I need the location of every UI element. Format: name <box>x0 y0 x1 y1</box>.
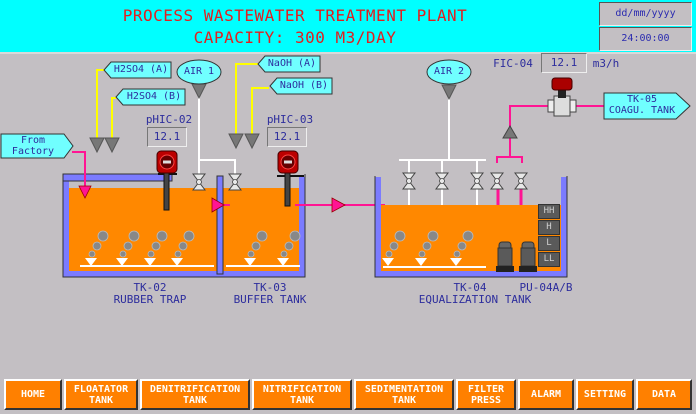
air2-valve-1[interactable] <box>402 172 416 190</box>
pump-b-valve[interactable] <box>514 172 528 190</box>
naoh-lines <box>235 63 269 136</box>
nav-alarm-button[interactable]: ALARM <box>518 379 574 410</box>
h2so4-lines <box>96 69 116 140</box>
phic03-value: 12.1 <box>267 127 307 147</box>
level-switch-h: H <box>538 220 560 235</box>
tk05-label: TK-05 COAGU. TANK <box>608 94 676 116</box>
air1-label: AIR 1 <box>183 66 215 77</box>
nav-nitrification-tank-button[interactable]: NITRIFICATION TANK <box>252 379 352 410</box>
naoh-a-tag[interactable] <box>257 55 321 73</box>
nav-floatator-tank-button[interactable]: FLOATATOR TANK <box>64 379 138 410</box>
h2so4-a-tag[interactable] <box>103 61 172 79</box>
air1-valve-tk02[interactable] <box>192 173 206 191</box>
air2-source[interactable] <box>426 59 472 85</box>
tk05-tag[interactable] <box>603 92 691 120</box>
header-bar: PROCESS WASTEWATER TREATMENT PLANT CAPAC… <box>0 0 696 54</box>
h2so4-a-dosing-point <box>89 137 105 153</box>
h2so4-b-label: H2SO4 (B) <box>126 91 182 102</box>
time-display: 24:00:00 <box>599 27 692 51</box>
h2so4-b-tag[interactable] <box>115 88 186 106</box>
fic04-unit: m3/h <box>592 57 620 70</box>
tk02-id: TK-02 <box>133 281 167 294</box>
flow-transmitter-fic04 <box>547 77 577 117</box>
air1-triangle <box>191 83 207 99</box>
ph-probe-tk02 <box>156 150 178 211</box>
naoh-b-dosing-point <box>244 133 260 149</box>
ph-probe-tk03 <box>277 150 304 207</box>
capacity-subtitle: CAPACITY: 300 M3/DAY <box>193 28 397 47</box>
phic02-tag: pHIC-02 <box>145 113 193 126</box>
naoh-b-label: NaOH (B) <box>279 80 329 91</box>
level-switch-ll: LL <box>538 252 560 267</box>
tk04-id: TK-04 <box>453 281 487 294</box>
tk03-id: TK-03 <box>253 281 287 294</box>
fic04-tag: FIC-04 <box>493 57 533 70</box>
h2so4-b-dosing-point <box>104 137 120 153</box>
air1-source[interactable] <box>176 59 222 85</box>
pump-pu04a[interactable] <box>495 241 515 273</box>
level-switch-hh: HH <box>538 204 560 219</box>
air2-valve-3[interactable] <box>470 172 484 190</box>
level-switch-l: L <box>538 236 560 251</box>
from-factory-label: From Factory <box>11 135 55 157</box>
air2-valve-2[interactable] <box>435 172 449 190</box>
fic04-value: 12.1 <box>541 53 587 73</box>
nav-filter-press-button[interactable]: FILTER PRESS <box>456 379 516 410</box>
naoh-a-label: NaOH (A) <box>267 58 317 69</box>
nav-setting-button[interactable]: SETTING <box>576 379 634 410</box>
phic03-tag: pHIC-03 <box>266 113 314 126</box>
tank-tk02-tk03 <box>62 173 306 278</box>
air1-valve-tk03[interactable] <box>228 173 242 191</box>
pump-label: PU-04A/B <box>519 281 573 294</box>
phic02-value: 12.1 <box>147 127 187 147</box>
date-display: dd/mm/yyyy <box>599 2 692 26</box>
naoh-b-tag[interactable] <box>269 77 333 95</box>
tk02-name: RUBBER TRAP <box>113 293 187 306</box>
from-factory-tag[interactable] <box>0 133 74 159</box>
pump-pu04b[interactable] <box>518 241 538 273</box>
navigation-bar: HOME FLOATATOR TANK DENITRIFICATION TANK… <box>0 376 696 414</box>
air2-label: AIR 2 <box>433 66 465 77</box>
tk03-name: BUFFER TANK <box>233 293 307 306</box>
nav-denitrification-tank-button[interactable]: DENITRIFICATION TANK <box>140 379 250 410</box>
nav-data-button[interactable]: DATA <box>636 379 692 410</box>
air2-triangle <box>441 84 457 100</box>
h2so4-a-label: H2SO4 (A) <box>113 64 169 75</box>
nav-home-button[interactable]: HOME <box>4 379 62 410</box>
pump-a-valve[interactable] <box>490 172 504 190</box>
page-title: PROCESS WASTEWATER TREATMENT PLANT <box>122 6 468 25</box>
nav-sedimentation-tank-button[interactable]: SEDIMENTATION TANK <box>354 379 454 410</box>
tk04-name: EQUALIZATION TANK <box>418 293 532 306</box>
naoh-a-dosing-point <box>228 133 244 149</box>
